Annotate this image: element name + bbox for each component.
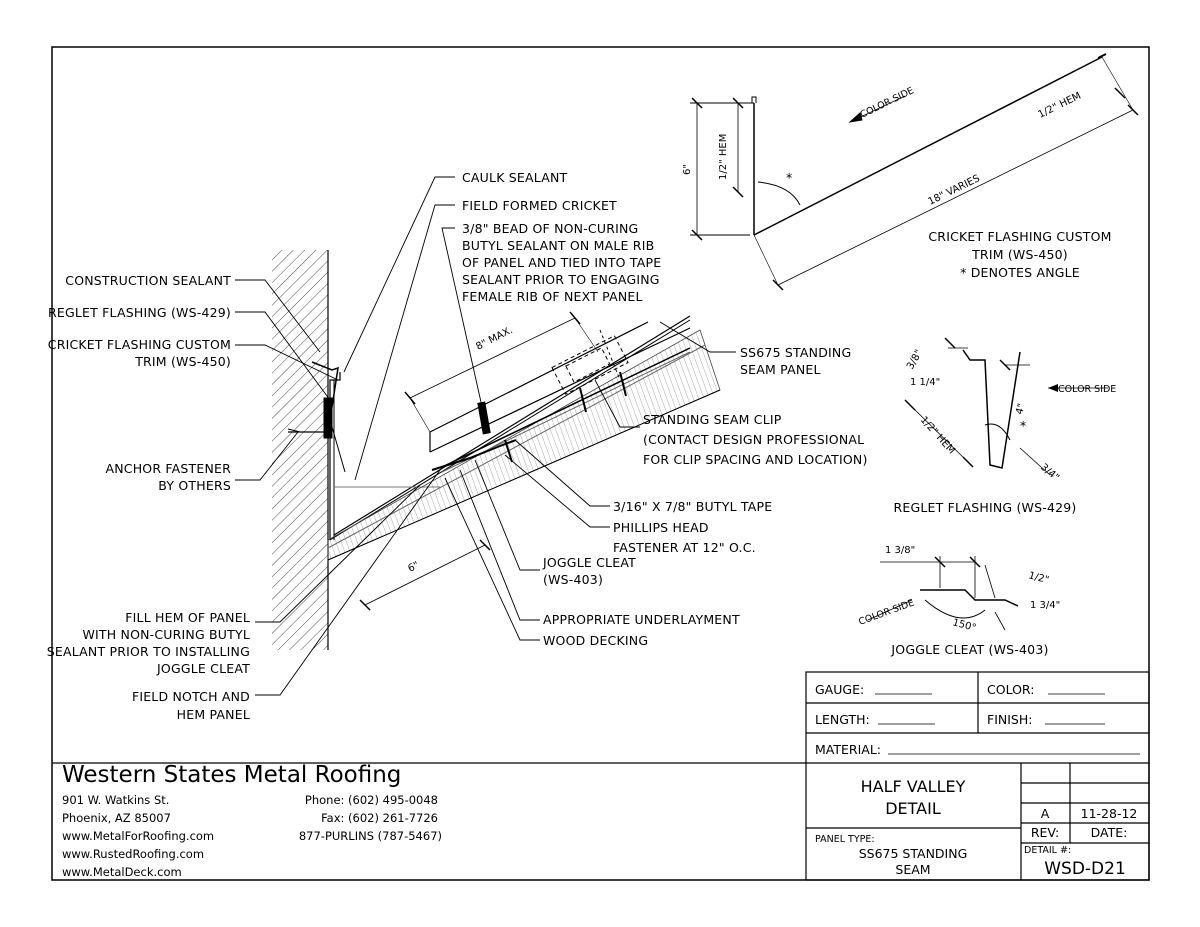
tb-panel-type-label: PANEL TYPE: bbox=[815, 834, 875, 845]
reglet-caption: REGLET FLASHING (WS-429) bbox=[894, 500, 1077, 515]
tb-panel-type-2: SEAM bbox=[895, 862, 930, 877]
reglet-hem: 1/2" HEM bbox=[918, 415, 957, 457]
label-reglet-flashing: REGLET FLASHING (WS-429) bbox=[48, 305, 231, 320]
label-anchor-2: BY OTHERS bbox=[158, 478, 231, 493]
label-joggle-2: (WS-403) bbox=[543, 572, 603, 587]
reglet-d114: 1 1/4" bbox=[910, 377, 940, 388]
label-clip-2: (CONTACT DESIGN PROFESSIONAL bbox=[643, 432, 864, 447]
cricket-varies: 18" VARIES bbox=[926, 173, 981, 207]
tb-rev-value: A bbox=[1041, 806, 1050, 821]
joggle-d12: 1/2" bbox=[1027, 570, 1050, 586]
tb-finish: FINISH: bbox=[987, 712, 1032, 727]
label-bead-2: BUTYL SEALANT ON MALE RIB bbox=[462, 238, 654, 253]
reglet-d34: 3/4" bbox=[1038, 462, 1061, 484]
cricket-caption-1: CRICKET FLASHING CUSTOM bbox=[928, 229, 1111, 244]
tb-date-label: DATE: bbox=[1091, 825, 1128, 840]
tb-title-1: HALF VALLEY bbox=[861, 777, 966, 796]
cricket-caption-2: TRIM (WS-450) bbox=[971, 247, 1068, 262]
label-notch-2: HEM PANEL bbox=[177, 707, 250, 722]
label-fill-3: SEALANT PRIOR TO INSTALLING bbox=[47, 644, 250, 659]
company-tollfree: 877-PURLINS (787-5467) bbox=[299, 829, 442, 843]
tb-detail-label: DETAIL #: bbox=[1024, 845, 1071, 856]
tb-gauge: GAUGE: bbox=[815, 682, 864, 697]
reglet-d38: 3/8" bbox=[905, 348, 925, 371]
label-notch-1: FIELD NOTCH AND bbox=[132, 689, 250, 704]
label-phillips-2: FASTENER AT 12" O.C. bbox=[613, 540, 756, 555]
cricket-hem-left: 1/2" HEM bbox=[718, 134, 729, 180]
main-labels: CAULK SEALANT FIELD FORMED CRICKET 3/8" … bbox=[47, 170, 868, 722]
company-block: Western States Metal Roofing 901 W. Watk… bbox=[62, 762, 442, 879]
label-clip-3: FOR CLIP SPACING AND LOCATION) bbox=[643, 452, 868, 467]
label-wood-decking: WOOD DECKING bbox=[543, 633, 648, 648]
label-field-formed-cricket: FIELD FORMED CRICKET bbox=[462, 198, 617, 213]
company-name: Western States Metal Roofing bbox=[62, 762, 401, 788]
joggle-color-side: COLOR SIDE bbox=[857, 598, 916, 628]
tb-material: MATERIAL: bbox=[815, 742, 881, 757]
title-block bbox=[52, 671, 1150, 881]
label-caulk-sealant: CAULK SEALANT bbox=[462, 170, 567, 185]
label-ss675-1: SS675 STANDING bbox=[740, 345, 851, 360]
reglet-d4: 4" bbox=[1014, 402, 1027, 415]
joggle-d134: 1 3/4" bbox=[1030, 600, 1060, 611]
label-cricket-2: TRIM (WS-450) bbox=[134, 354, 231, 369]
label-cricket-1: CRICKET FLASHING CUSTOM bbox=[48, 337, 231, 352]
tb-panel-type-1: SS675 STANDING bbox=[859, 846, 968, 861]
label-underlayment: APPROPRIATE UNDERLAYMENT bbox=[543, 612, 740, 627]
label-phillips-1: PHILLIPS HEAD bbox=[613, 520, 709, 535]
cricket-hem-top: 1/2" HEM bbox=[1036, 90, 1082, 120]
cricket-star: * bbox=[786, 170, 792, 185]
company-phone: Phone: (602) 495-0048 bbox=[305, 793, 438, 807]
label-bead-1: 3/8" BEAD OF NON-CURING bbox=[462, 221, 638, 236]
dim-6: 6" bbox=[406, 560, 421, 575]
label-fill-1: FILL HEM OF PANEL bbox=[125, 610, 250, 625]
tb-detail-number: WSD-D21 bbox=[1044, 859, 1126, 879]
cricket-caption-3: * DENOTES ANGLE bbox=[960, 265, 1080, 280]
joggle-cleat-detail bbox=[867, 556, 1019, 631]
reglet-color-side: COLOR SIDE bbox=[1058, 384, 1116, 395]
company-web-3: www.MetalDeck.com bbox=[62, 865, 182, 879]
title-block-text: GAUGE: COLOR: LENGTH: FINISH: MATERIAL: … bbox=[815, 682, 1137, 879]
label-bead-4: SEALANT PRIOR TO ENGAGING bbox=[462, 272, 660, 287]
joggle-caption: JOGGLE CLEAT (WS-403) bbox=[890, 642, 1048, 657]
label-fill-4: JOGGLE CLEAT bbox=[156, 661, 250, 676]
tb-color: COLOR: bbox=[987, 682, 1034, 697]
wall-hatch bbox=[272, 250, 328, 650]
reglet-flashing-detail bbox=[904, 337, 1108, 476]
company-address-1: 901 W. Watkins St. bbox=[62, 793, 169, 807]
joggle-d138: 1 3/8" bbox=[885, 545, 915, 556]
label-construction-sealant: CONSTRUCTION SEALANT bbox=[65, 273, 231, 288]
company-web-2: www.RustedRoofing.com bbox=[62, 847, 204, 861]
cricket-color-side: COLOR SIDE bbox=[858, 85, 915, 120]
tb-date-value: 11-28-12 bbox=[1081, 806, 1138, 821]
label-bead-3: OF PANEL AND TIED INTO TAPE bbox=[462, 255, 661, 270]
cricket-flashing-detail bbox=[690, 53, 1139, 291]
label-fill-2: WITH NON-CURING BUTYL bbox=[82, 627, 250, 642]
cricket-six: 6" bbox=[682, 164, 693, 175]
label-butyl-tape: 3/16" X 7/8" BUTYL TAPE bbox=[613, 499, 772, 514]
tb-length: LENGTH: bbox=[815, 712, 870, 727]
dim-8max: 8" MAX. bbox=[474, 325, 514, 353]
reglet-star: * bbox=[1020, 418, 1026, 433]
label-bead-5: FEMALE RIB OF NEXT PANEL bbox=[462, 289, 643, 304]
cricket-detail-labels: COLOR SIDE 1/2" HEM 1/2" HEM 6" 18" VARI… bbox=[682, 85, 1111, 280]
company-web-1: www.MetalForRoofing.com bbox=[62, 829, 214, 843]
label-clip-1: STANDING SEAM CLIP bbox=[643, 412, 782, 427]
company-address-2: Phoenix, AZ 85007 bbox=[62, 811, 171, 825]
tb-title-2: DETAIL bbox=[885, 799, 941, 818]
main-section-drawing bbox=[235, 176, 736, 696]
label-anchor-1: ANCHOR FASTENER bbox=[105, 461, 231, 476]
joggle-d150: 150° bbox=[951, 617, 977, 634]
sheet-border bbox=[51, 46, 1150, 881]
label-ss675-2: SEAM PANEL bbox=[740, 362, 821, 377]
company-fax: Fax: (602) 261-7726 bbox=[321, 811, 438, 825]
tb-rev-label: REV: bbox=[1031, 825, 1059, 840]
label-joggle-1: JOGGLE CLEAT bbox=[542, 555, 636, 570]
